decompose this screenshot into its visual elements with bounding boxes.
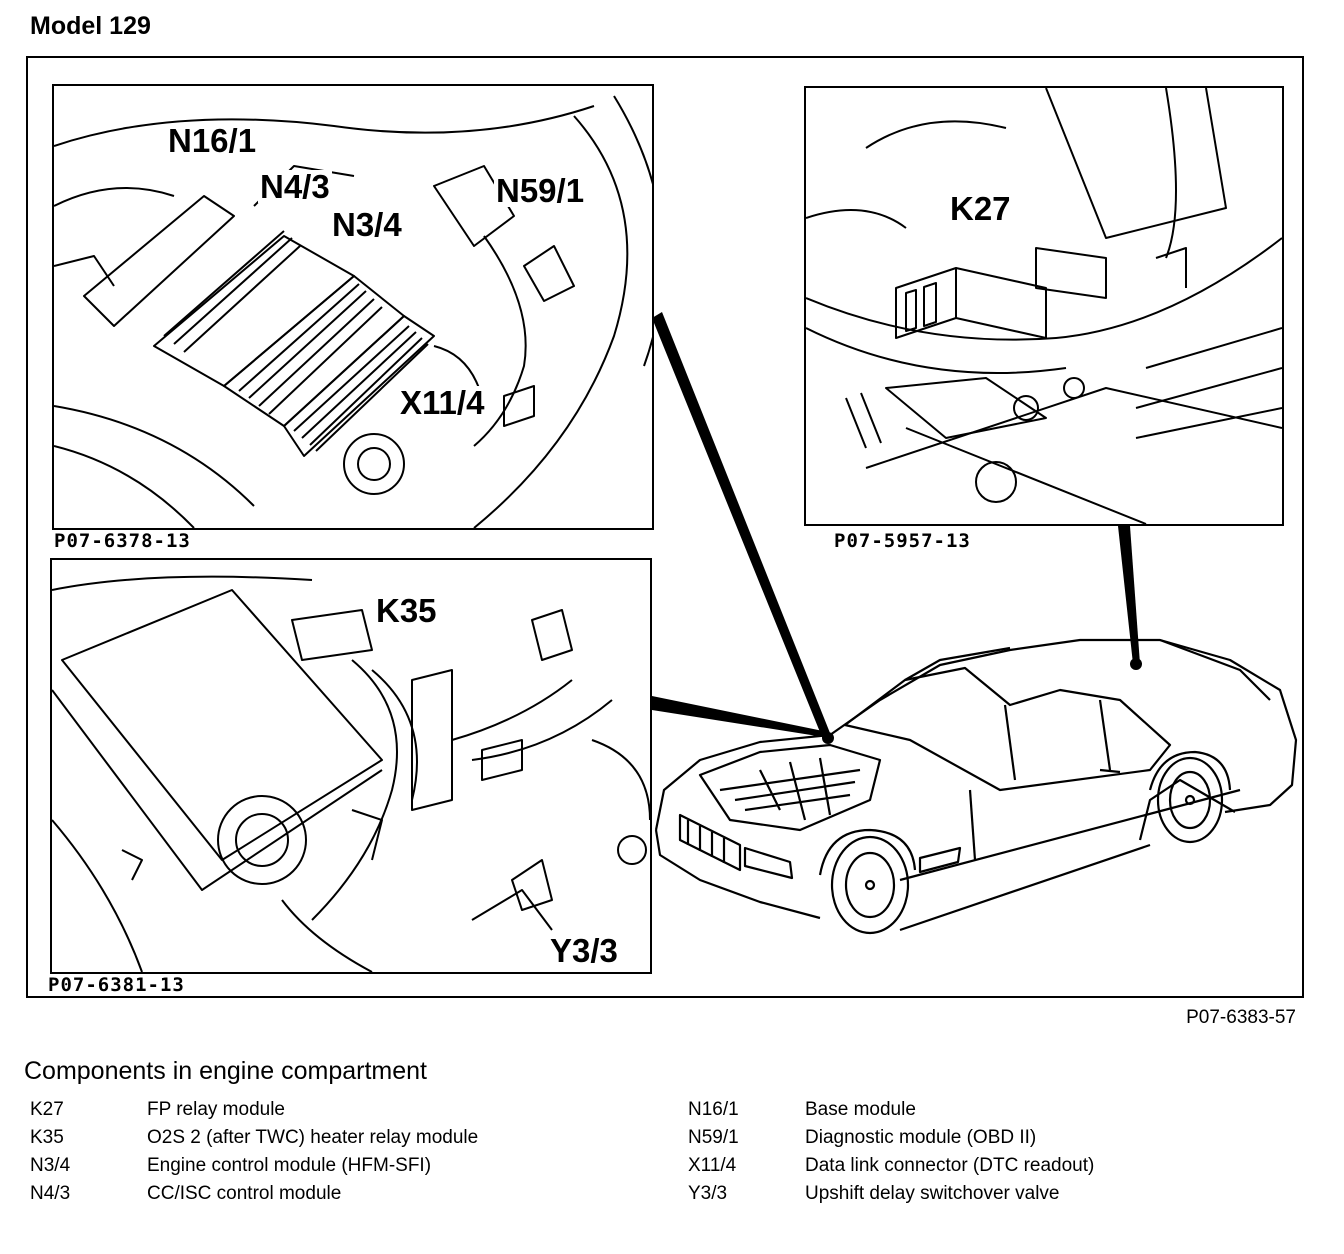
legend-desc: Upshift delay switchover valve (805, 1183, 1060, 1204)
panel-ref-top-right: P07-5957-13 (834, 530, 971, 552)
pointer-line-top-right (1118, 526, 1140, 664)
legend-code: N59/1 (688, 1127, 739, 1148)
label-n59-1: N59/1 (494, 172, 587, 209)
engine-bay-panel-top-left: N16/1 N4/3 N3/4 N59/1 X11/4 (52, 84, 654, 530)
engine-bay-drawing-top-left (54, 95, 652, 528)
panel-ref-top-left: P07-6378-13 (54, 530, 191, 552)
legend-desc: Diagnostic module (OBD II) (805, 1127, 1037, 1148)
legend-code: N16/1 (688, 1099, 739, 1120)
label-k35: K35 (374, 592, 439, 629)
engine-bay-drawing-top-right (806, 88, 1282, 524)
legend-row: N4/3 CC/ISC control module (30, 1180, 478, 1208)
figure-ref: P07-6383-57 (1186, 1007, 1296, 1028)
label-n3-4: N3/4 (330, 206, 404, 243)
label-n16-1: N16/1 (166, 122, 259, 159)
legend-desc: Base module (805, 1099, 916, 1120)
legend-desc: CC/ISC control module (147, 1183, 342, 1204)
page-title: Model 129 (30, 12, 151, 40)
label-x11-4: X11/4 (398, 384, 487, 421)
pointer-line-bottom-left (652, 696, 830, 738)
legend-code: X11/4 (688, 1155, 737, 1176)
label-y3-3: Y3/3 (548, 932, 620, 969)
legend-code: N3/4 (30, 1155, 71, 1176)
panel-ref-bottom-left: P07-6381-13 (48, 974, 185, 996)
legend-row: N16/1 Base module (688, 1096, 1094, 1124)
legend-code: K35 (30, 1127, 64, 1148)
legend-code: N4/3 (30, 1183, 71, 1204)
label-k27: K27 (948, 190, 1013, 227)
label-n4-3: N4/3 (258, 168, 332, 205)
pointer-line-top-left (652, 312, 832, 742)
legend-row: K35 O2S 2 (after TWC) heater relay module (30, 1124, 478, 1152)
legend-code: K27 (30, 1099, 64, 1120)
legend-row: Y3/3 Upshift delay switchover valve (688, 1180, 1094, 1208)
legend-row: N3/4 Engine control module (HFM-SFI) (30, 1152, 478, 1180)
legend-row: K27 FP relay module (30, 1096, 478, 1124)
engine-bay-panel-top-right: K27 (804, 86, 1284, 526)
legend-code: Y3/3 (688, 1183, 728, 1204)
engine-bay-panel-bottom-left: K35 Y3/3 (50, 558, 652, 974)
legend-left-column: K27 FP relay module K35 O2S 2 (after TWC) … (30, 1096, 478, 1208)
legend-row: N59/1 Diagnostic module (OBD II) (688, 1124, 1094, 1152)
legend-desc: Data link connector (DTC readout) (805, 1155, 1095, 1176)
car-illustration (652, 312, 1298, 935)
legend-right-column: N16/1 Base module N59/1 Diagnostic module … (688, 1096, 1094, 1208)
engine-bay-drawing-bottom-left (52, 575, 650, 972)
legend-row: X11/4 Data link connector (DTC readout) (688, 1152, 1094, 1180)
legend-desc: FP relay module (147, 1099, 285, 1120)
legend-desc: O2S 2 (after TWC) heater relay module (147, 1127, 479, 1148)
legend-caption: Components in engine compartment (24, 1057, 428, 1085)
legend-desc: Engine control module (HFM-SFI) (147, 1155, 432, 1176)
diagram-frame (26, 56, 1304, 998)
